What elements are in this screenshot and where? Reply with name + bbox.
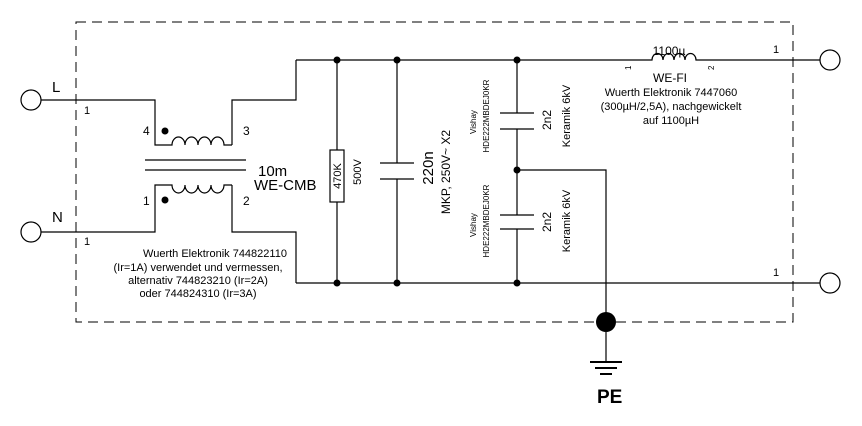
- xcap-spec: MKP, 250V~ X2: [439, 130, 453, 214]
- junction-dot: [513, 166, 521, 174]
- inductor-pin-1: 1: [624, 65, 633, 70]
- inductor-note-line: Wuerth Elektronik 7447060: [605, 87, 738, 99]
- ycap-bottom-brand: Vishay: [469, 213, 478, 237]
- pe-label: PE: [597, 387, 622, 408]
- wire-cmc-bottom-out: [231, 185, 297, 283]
- ycap-top-value: 2n2: [540, 110, 554, 130]
- cmc-note-line: Wuerth Elektronik 744822110: [143, 248, 287, 260]
- junction-dot: [393, 279, 401, 287]
- inductor-pin-2: 2: [707, 65, 716, 70]
- cmc-note-line: (Ir=1A) verwendet und vermessen,: [113, 262, 282, 274]
- ycap-top-spec: Keramik 6kV: [561, 84, 573, 147]
- junction-dot: [333, 279, 341, 287]
- terminal-out-bottom-pin: 1: [773, 267, 779, 279]
- ycap-bottom-spec: Keramik 6kV: [561, 189, 573, 252]
- terminal-l-pin: 1: [84, 105, 90, 117]
- terminal-out-bottom: [819, 272, 841, 294]
- ycap-top-brand: Vishay: [469, 110, 478, 134]
- cmc-pin-4: 4: [143, 124, 150, 138]
- terminal-l: [20, 89, 42, 111]
- ycap-top-part: HDE222MBDEJ0KR: [482, 79, 491, 152]
- junction-dot: [513, 56, 521, 64]
- inductor-type: WE-FI: [653, 71, 687, 85]
- cmc-dot-top: [161, 127, 169, 135]
- wire-l-in: [41, 99, 164, 146]
- ycap-bottom-part: HDE222MBDEJ0KR: [482, 184, 491, 257]
- cmc-dot-bottom: [161, 196, 169, 204]
- cmc-pin-2: 2: [243, 194, 250, 208]
- inductor-note-line: (300µH/2,5A), nachgewickelt: [601, 101, 742, 113]
- wire-pe: [517, 169, 607, 322]
- cmc-pin-1: 1: [143, 194, 150, 208]
- junction-dot: [333, 56, 341, 64]
- junction-dot: [393, 56, 401, 64]
- enclosure-border: [75, 21, 794, 323]
- terminal-l-label: L: [52, 79, 60, 96]
- inductor-note-line: auf 1100µH: [643, 115, 699, 127]
- terminal-n-label: N: [52, 209, 63, 226]
- pe-terminal-dot: [596, 312, 616, 332]
- cmc-value: 10m: [258, 163, 287, 180]
- terminal-n: [20, 221, 42, 243]
- cmc-top-winding: [164, 136, 232, 146]
- xcap-value: 220n: [420, 151, 437, 184]
- terminal-out-top-pin: 1: [773, 44, 779, 56]
- cmc-pin-3: 3: [243, 124, 250, 138]
- ycap-bottom-value: 2n2: [540, 212, 554, 232]
- terminal-n-pin: 1: [84, 236, 90, 248]
- cmc-bottom-winding: [164, 184, 232, 194]
- wire-cmc-top-out: [231, 60, 297, 145]
- resistor-value: 470K: [332, 162, 344, 188]
- cmc-type: WE-CMB: [254, 177, 317, 194]
- inductor-winding: [645, 52, 703, 61]
- inductor-value: 1100µ: [653, 44, 686, 58]
- cmc-note-line: oder 744824310 (Ir=3A): [139, 288, 256, 300]
- wire-n-in: [41, 184, 164, 233]
- resistor-voltage: 500V: [352, 158, 364, 184]
- terminal-out-top: [819, 49, 841, 71]
- cmc-note-line: alternativ 744823210 (Ir=2A): [128, 275, 268, 287]
- junction-dot: [513, 279, 521, 287]
